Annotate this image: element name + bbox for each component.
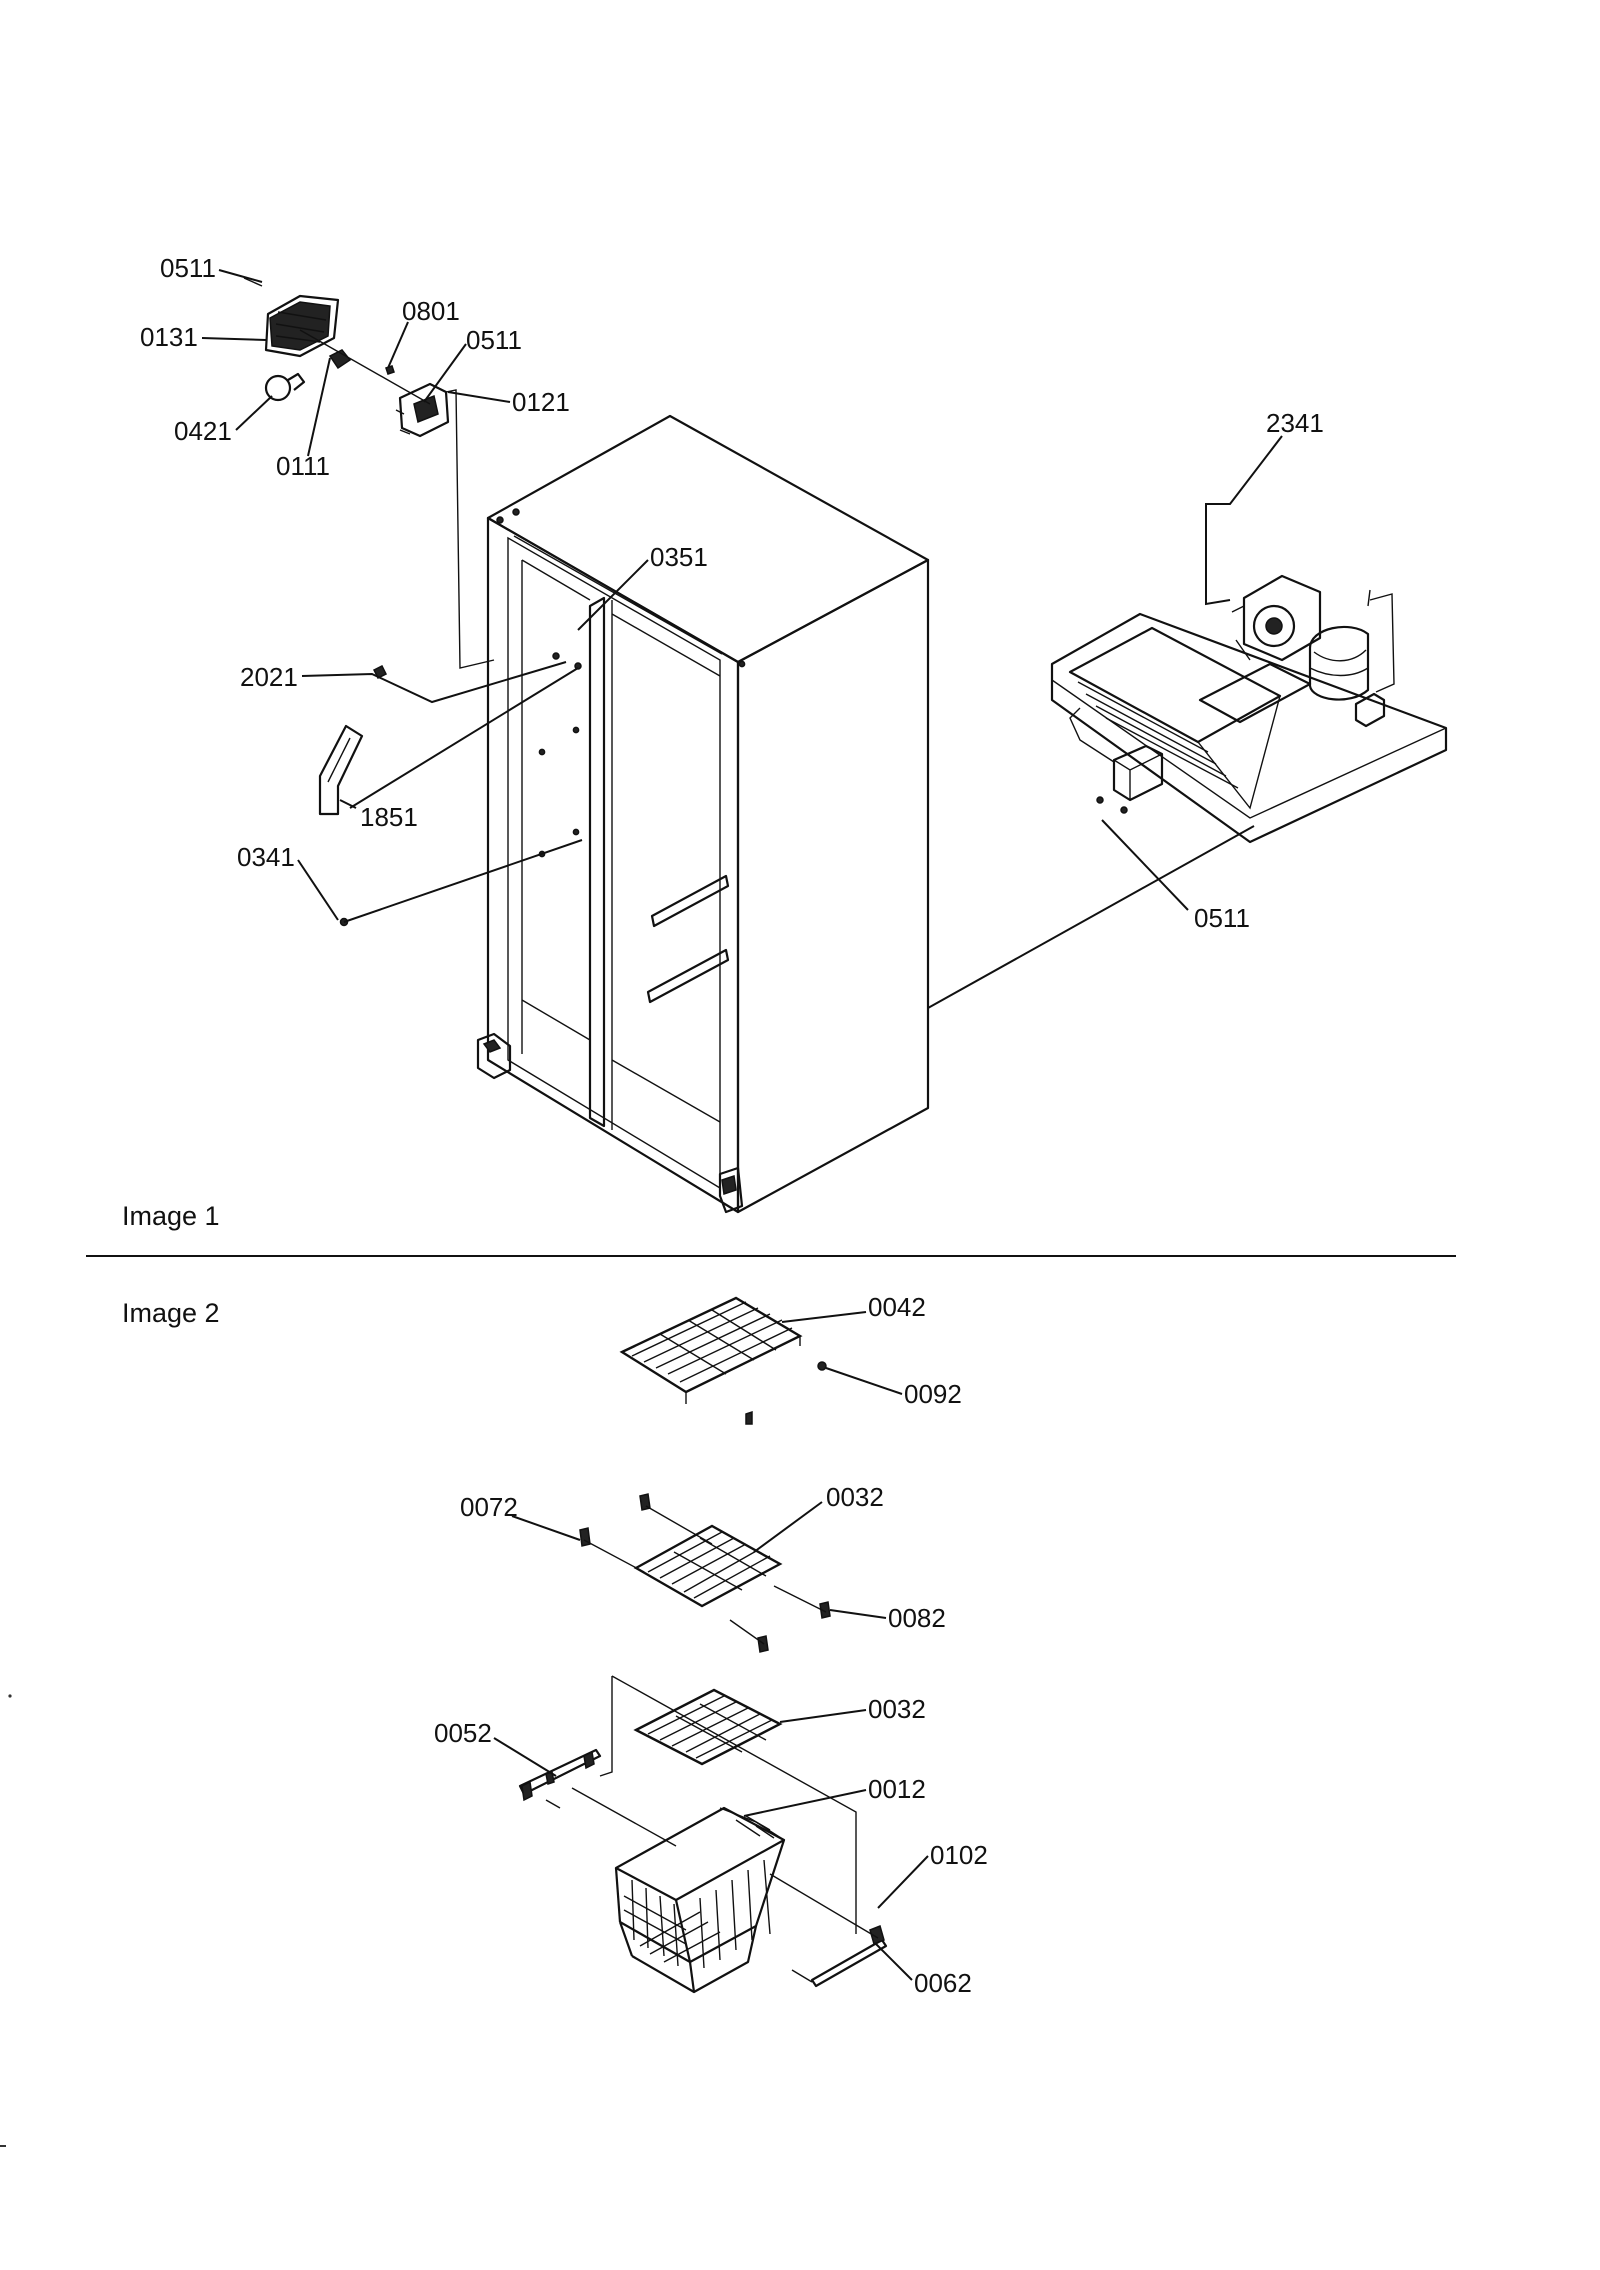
label-0032-upper: 0032	[826, 1482, 884, 1512]
light-assembly	[243, 277, 495, 669]
label-0042: 0042	[868, 1292, 926, 1322]
label-0341: 0341	[237, 842, 295, 872]
label-0801: 0801	[402, 296, 460, 326]
machine-compartment	[1050, 574, 1448, 844]
scan-mark	[8, 1694, 12, 1698]
label-0082: 0082	[888, 1603, 946, 1633]
section-title-image2: Image 2	[122, 1298, 220, 1328]
shelf-0032-upper	[579, 1493, 831, 1653]
label-0092: 0092	[904, 1379, 962, 1409]
basket-0012	[614, 1806, 786, 1994]
label-0131: 0131	[140, 322, 198, 352]
bracket-1851	[318, 664, 388, 927]
refrigerator-cabinet	[476, 414, 930, 1214]
label-0012: 0012	[868, 1774, 926, 1804]
label-2341: 2341	[1266, 408, 1324, 438]
label-1851: 1851	[360, 802, 418, 832]
section-title-image1: Image 1	[122, 1201, 220, 1231]
shelf-0032-lower	[633, 1688, 783, 1766]
label-0102: 0102	[930, 1840, 988, 1870]
leader-lines-image2	[493, 1311, 929, 1981]
label-0121: 0121	[512, 387, 570, 417]
label-0072: 0072	[460, 1492, 518, 1522]
shelf-0042	[619, 1296, 827, 1425]
label-0111: 0111	[276, 451, 330, 481]
label-0032-lower: 0032	[868, 1694, 926, 1724]
leader-lines-image1	[201, 269, 1283, 1009]
label-0511-top: 0511	[160, 253, 216, 283]
label-0351: 0351	[650, 542, 708, 572]
label-0511-machine: 0511	[1194, 903, 1250, 933]
rails	[518, 1675, 888, 1988]
label-0511-switch: 0511	[466, 325, 522, 355]
label-0052: 0052	[434, 1718, 492, 1748]
label-0062: 0062	[914, 1968, 972, 1998]
label-2021: 2021	[240, 662, 298, 692]
label-0421: 0421	[174, 416, 232, 446]
